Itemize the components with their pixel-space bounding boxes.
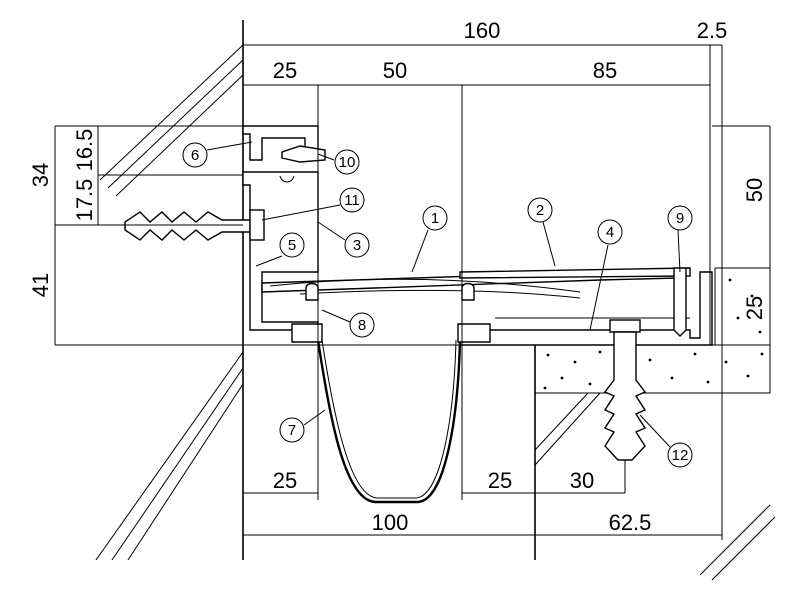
callout-10: 10	[339, 154, 356, 171]
cover-underside	[269, 278, 581, 293]
wall-structure	[95, 20, 776, 581]
dim-top-right: 85	[593, 58, 617, 83]
dim-top-mid: 50	[383, 58, 407, 83]
callout-6: 6	[191, 147, 199, 164]
callout-8: 8	[358, 317, 366, 334]
callout-circle-4	[597, 219, 623, 245]
right-hook	[461, 282, 475, 301]
floor-plug-12	[603, 331, 647, 461]
floor-slab	[534, 344, 771, 394]
callout-12: 12	[672, 447, 689, 464]
callout-markers: 1 2 3 4 5 6 7 8 9 10 11 12	[182, 141, 693, 468]
dim-bottom-right-total: 62.5	[609, 510, 652, 535]
hatch-line	[534, 392, 589, 451]
dimension-lines	[54, 44, 771, 540]
dim-top-gap: 2.5	[697, 18, 728, 43]
hatch-line	[111, 367, 244, 561]
floor-anchor	[603, 267, 687, 461]
concrete-texture	[543, 278, 764, 390]
dim-left-upper: 16.5	[72, 129, 97, 172]
dim-bottom-total: 100	[372, 510, 409, 535]
rubber-seal-inner	[321, 339, 457, 499]
screw-9	[673, 267, 687, 337]
anchor-head	[249, 209, 265, 241]
callout-circle-11	[339, 187, 365, 213]
cover-underside	[299, 289, 581, 299]
dim-top-left: 25	[273, 58, 297, 83]
wall-plug-11	[124, 211, 251, 241]
left-clip	[291, 323, 323, 343]
rubber-insert-profile	[459, 267, 691, 279]
dimension-labels: 160 2.5 25 50 85 34 16.5 17.5 41 50 25 2…	[28, 18, 767, 535]
screw-10	[281, 145, 326, 163]
callout-circle-3	[344, 232, 370, 258]
callout-circle-7	[279, 417, 305, 443]
hatch-line	[699, 504, 771, 576]
callout-7: 7	[288, 422, 296, 439]
vertical-frame-profile	[242, 171, 319, 331]
callout-5: 5	[288, 237, 296, 254]
dim-right-floor: 25	[742, 296, 767, 320]
dim-bottom-mid: 25	[488, 468, 512, 493]
rubber-seal	[316, 339, 462, 504]
callout-circle-12	[667, 442, 693, 468]
hatch-line	[534, 392, 601, 466]
cover-plate	[261, 267, 691, 299]
callout-circle-8	[349, 312, 375, 338]
callout-4: 4	[606, 224, 614, 241]
callout-circle-1	[422, 205, 448, 231]
hatch-line	[99, 44, 244, 181]
callout-2: 2	[536, 202, 544, 219]
callout-circle-5	[279, 232, 305, 258]
wall-anchor	[124, 145, 326, 241]
dim-left-lower: 17.5	[72, 179, 97, 222]
frame-hook	[279, 175, 295, 183]
dim-left-bottom: 41	[28, 273, 53, 297]
callout-11: 11	[344, 192, 360, 209]
callout-circle-6	[182, 142, 208, 168]
dim-left-total: 34	[28, 163, 53, 187]
seal-clips	[291, 282, 491, 343]
callout-9: 9	[676, 210, 684, 227]
dim-bottom-left: 25	[273, 468, 297, 493]
hatch-line	[107, 59, 244, 189]
hatch-line	[95, 351, 244, 561]
right-clip	[457, 323, 491, 343]
hatch-line	[711, 516, 776, 581]
dim-right-height: 50	[742, 178, 767, 202]
hatch-line	[127, 383, 244, 561]
callout-3: 3	[353, 237, 361, 254]
dim-bottom-right: 30	[570, 468, 594, 493]
callout-1: 1	[431, 210, 439, 227]
left-hook	[305, 282, 319, 301]
dim-top-total: 160	[464, 18, 501, 43]
callout-circle-2	[527, 197, 553, 223]
hatch-line	[115, 74, 244, 197]
callout-circle-9	[667, 205, 693, 231]
bolt-head	[609, 319, 641, 333]
callout-circle-10	[334, 149, 360, 175]
